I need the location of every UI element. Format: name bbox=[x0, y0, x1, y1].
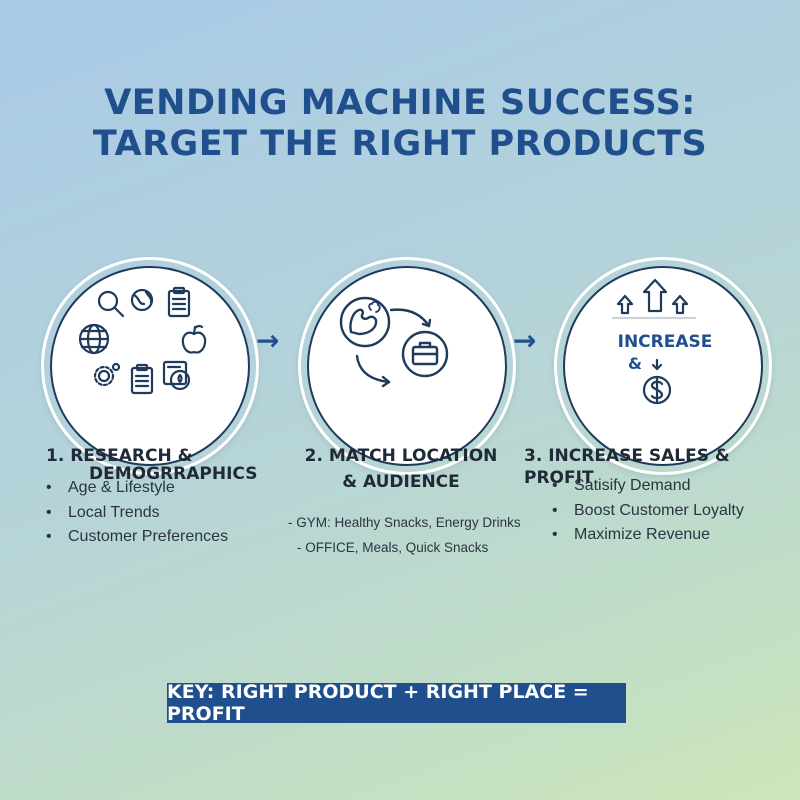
globe-icon bbox=[130, 288, 154, 312]
step-2-title-line-2: & AUDIENCE bbox=[342, 472, 460, 492]
checklist-icon bbox=[167, 286, 191, 318]
step-3-circle: INCREASE & bbox=[563, 266, 763, 466]
step-1-bullet: Local Trends bbox=[46, 501, 228, 526]
circle-increase-label: INCREASE bbox=[617, 332, 713, 352]
step-2-ring bbox=[298, 257, 516, 475]
title-line-2: TARGET THE RIGHT PRODUCTS bbox=[92, 124, 708, 164]
step-1-bullets: Age & Lifestyle Local Trends Customer Pr… bbox=[46, 476, 228, 550]
briefcase-icon bbox=[401, 330, 449, 378]
circle-amp-label: & bbox=[628, 354, 642, 373]
flow-arrow-2: → bbox=[513, 324, 537, 357]
step-2-circle bbox=[307, 266, 507, 466]
down-arrow-icon bbox=[651, 358, 663, 371]
key-banner: KEY: RIGHT PRODUCT + RIGHT PLACE = PROFI… bbox=[167, 681, 626, 725]
flexed-arm-apple-icon bbox=[339, 296, 391, 348]
step-3-bullet: Maximize Revenue bbox=[552, 523, 744, 548]
step-3-bullet: Boost Customer Loyalty bbox=[552, 499, 744, 524]
money-bag-icon bbox=[162, 360, 191, 391]
gear-icon bbox=[93, 362, 121, 387]
step-3-bullet: Satisify Demand bbox=[552, 474, 744, 499]
apple-icon bbox=[181, 324, 207, 354]
title-line-1: VENDING MACHINE SUCCESS: bbox=[104, 83, 696, 123]
step-3-bullets: Satisify Demand Boost Customer Loyalty M… bbox=[552, 474, 744, 548]
step-1-ring bbox=[41, 257, 259, 475]
step-2-line-office: - OFFICE, Meals, Quick Snacks bbox=[297, 540, 489, 555]
step-1-bullet: Customer Preferences bbox=[46, 525, 228, 550]
step-2-line-gym: - GYM: Healthy Snacks, Energy Drinks bbox=[288, 515, 521, 530]
globe-icon-2 bbox=[78, 323, 110, 355]
step-2-title-line-1: 2. MATCH LOCATION bbox=[304, 446, 498, 466]
step-1-circle bbox=[50, 266, 250, 466]
step-1-bullet: Age & Lifestyle bbox=[46, 476, 228, 501]
dollar-coin-icon bbox=[642, 375, 672, 405]
search-icon bbox=[97, 290, 125, 318]
cycle-arrows-icon bbox=[355, 308, 432, 388]
up-arrows-icon bbox=[611, 278, 697, 320]
step-1-title-line-1: 1. RESEARCH & bbox=[46, 446, 193, 466]
clipboard-icon bbox=[130, 363, 154, 395]
flow-arrow-1: → bbox=[256, 324, 280, 357]
